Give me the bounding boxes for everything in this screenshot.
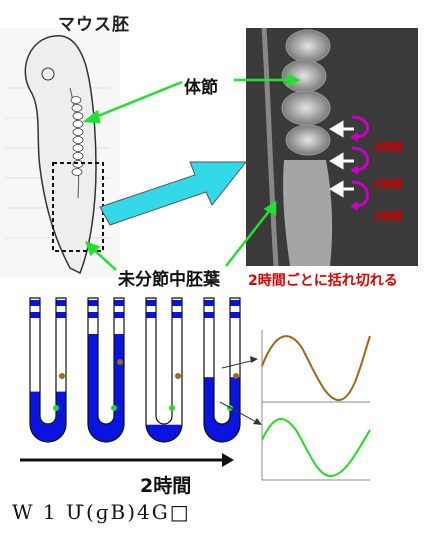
tube-stage-1 [30,298,66,444]
somite-band [204,300,240,306]
tube-stage-3 [146,298,182,444]
green-oscillation-graph [262,400,370,480]
tube-stage-4 [204,298,240,444]
tube-blue-fill [146,425,182,444]
brown-cell-dot [117,359,123,365]
brown-cell-dot [59,373,65,379]
periodic-segmentation-label: 2時間ごとに括れ切れる [248,270,398,290]
tube-stage-2 [88,298,124,444]
somite-band [146,300,182,306]
somite-band [146,312,182,318]
brown-cell-dot [233,373,239,379]
green-cell-dot [53,405,59,411]
somite-band [30,312,66,318]
somite-band [88,312,124,318]
psm-label: 未分節中胚葉 [118,265,220,290]
somite-band [204,312,240,318]
brown-oscillation-graph [262,330,370,402]
oscillation-stages [0,290,430,500]
connector-brown [222,360,255,368]
somite-pointer-left [93,82,182,118]
brown-wave [262,336,370,400]
green-cell-dot [169,405,175,411]
green-cell-dot [111,405,117,411]
somite-band [30,300,66,306]
zoom-arrow [100,162,246,225]
somite-band [88,300,124,306]
psm-pointer-right [226,210,270,266]
psm-pointer-left [92,248,116,270]
brown-cell-dot [175,373,181,379]
somite-label: 体節 [184,73,218,98]
time-axis-label: 2時間 [140,471,191,498]
tube-blue-fill [88,334,124,444]
pointer-overlay [0,0,430,300]
figure-caption: W 1 Մ(ɡB)4G□ [12,500,191,524]
green-wave [262,419,370,476]
